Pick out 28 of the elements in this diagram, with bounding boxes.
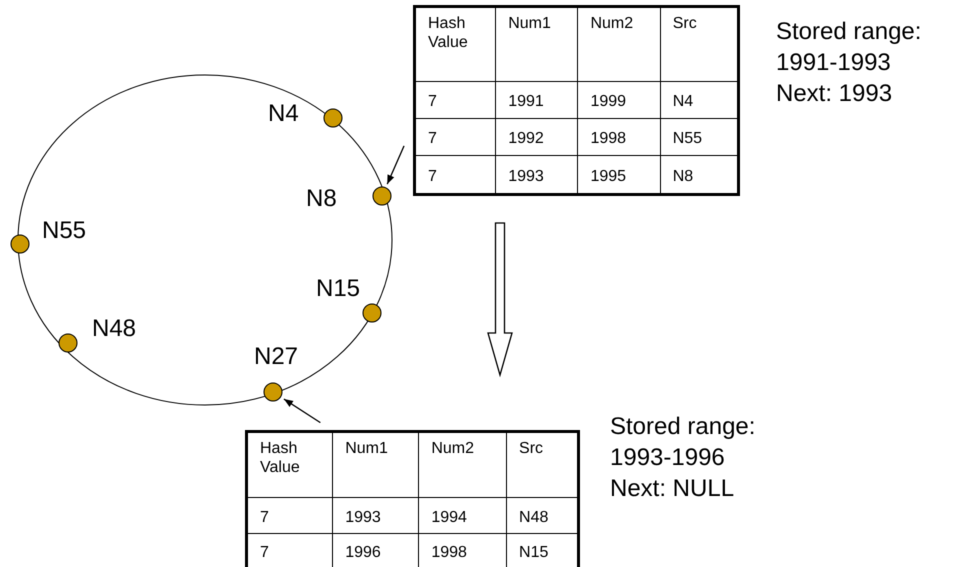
- table-cell: 1994: [418, 498, 507, 534]
- table-cell: 7: [246, 498, 333, 534]
- arrow: [386, 146, 405, 184]
- column-header: Hash Value: [414, 6, 496, 82]
- column-header: Num1: [496, 6, 578, 82]
- range-note: Stored range: 1991-1993: [776, 17, 922, 78]
- block-arrow: [487, 222, 513, 378]
- table-cell: 7: [414, 118, 496, 156]
- column-header: Num2: [418, 432, 507, 498]
- column-header: Num2: [578, 6, 660, 82]
- range-note: Next: 1993: [776, 79, 894, 110]
- node-label: N4: [268, 100, 299, 128]
- range-note: Next: NULL: [610, 474, 736, 504]
- column-header: Num1: [332, 432, 419, 498]
- table-cell: 7: [414, 82, 496, 118]
- range-note: Stored range: 1993-1996: [610, 412, 756, 474]
- node-label: N27: [254, 343, 298, 371]
- table-cell: 1992: [496, 118, 578, 156]
- table-cell: 1993: [332, 498, 419, 534]
- arrow: [284, 398, 321, 424]
- node-label: N8: [306, 185, 337, 213]
- table-cell: 1998: [578, 118, 660, 156]
- node-label: N55: [42, 217, 86, 245]
- node-label: N15: [316, 275, 360, 303]
- table-cell: 1999: [578, 82, 660, 118]
- node-label: N48: [92, 315, 136, 343]
- table-cell: 1991: [496, 82, 578, 118]
- column-header: Hash Value: [246, 432, 333, 498]
